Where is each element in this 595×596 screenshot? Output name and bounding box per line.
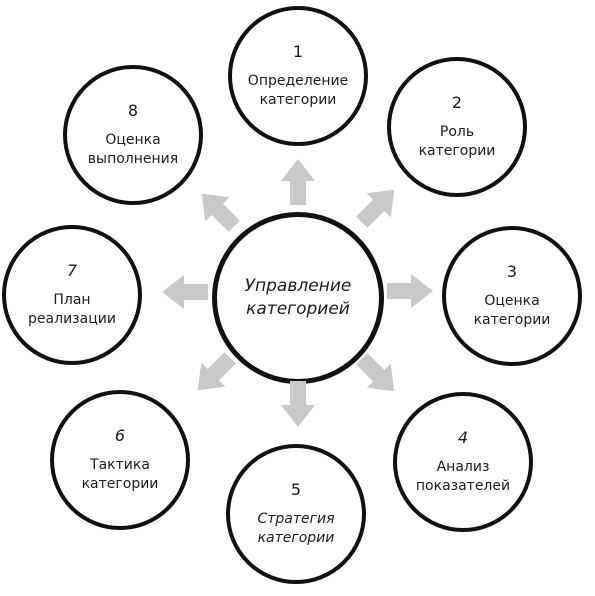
step-circle-1: 1 Определение категории (228, 6, 368, 146)
arrow-to-step-7 (162, 275, 208, 309)
step-label: Определение категории (247, 73, 349, 108)
arrow-to-step-4 (356, 353, 395, 392)
step-number: 2 (451, 93, 463, 112)
step-number: 8 (127, 101, 139, 120)
center-circle: Управление категорией (212, 212, 384, 384)
step-circle-6: 6 Тактика категории (50, 390, 190, 530)
step-label: Тактика категории (81, 457, 159, 492)
step-number: 1 (292, 42, 304, 61)
arrow-to-step-2 (356, 189, 395, 228)
arrow-to-step-8 (201, 193, 240, 232)
arrow-to-step-1 (281, 159, 315, 205)
step-label: Стратегия категории (257, 511, 335, 546)
step-number: 7 (66, 261, 78, 280)
step-circle-4: 4 Анализ показателей (393, 392, 533, 532)
arrow-to-step-6 (197, 352, 236, 391)
step-circle-5: 5 Стратегия категории (226, 444, 366, 584)
arrow-to-step-5 (281, 381, 315, 427)
step-circle-7: 7 План реализации (2, 225, 142, 365)
arrow-to-step-3 (387, 274, 433, 308)
step-circle-8: 8 Оценка выполнения (63, 65, 203, 205)
step-number: 4 (457, 428, 469, 447)
step-label: Анализ показателей (415, 459, 511, 494)
step-label: Оценка выполнения (87, 132, 179, 167)
step-circle-3: 3 Оценка категории (442, 226, 582, 366)
step-number: 3 (506, 262, 518, 281)
step-label: План реализации (28, 292, 116, 327)
step-circle-2: 2 Роль категории (387, 57, 527, 197)
step-number: 6 (114, 426, 126, 445)
step-number: 5 (290, 480, 302, 499)
step-label: Роль категории (418, 124, 496, 159)
center-label: Управление категорией (244, 276, 352, 319)
step-label: Оценка категории (473, 293, 551, 328)
